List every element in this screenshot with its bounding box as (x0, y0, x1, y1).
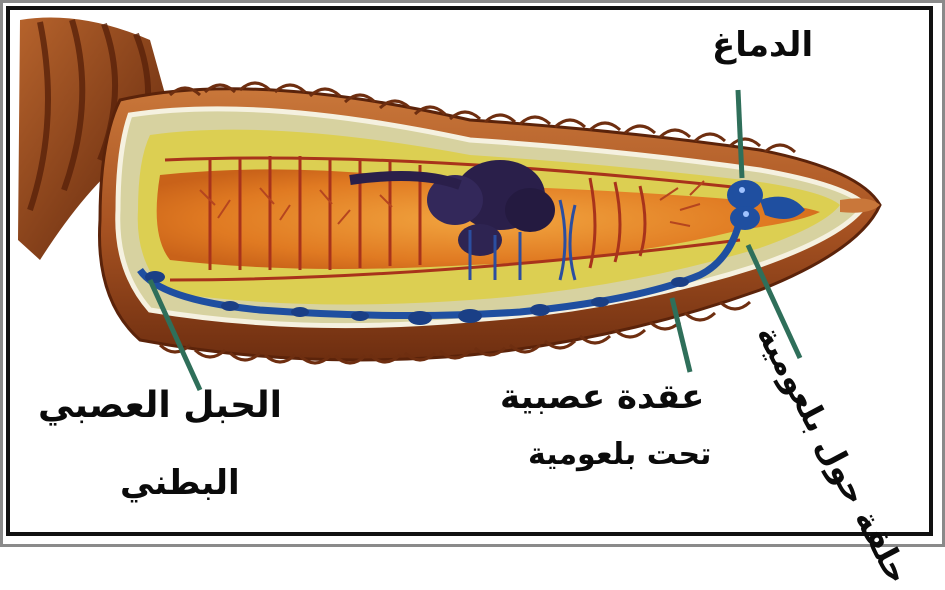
ganglion-label-line2: تحت بلعومية (528, 440, 711, 470)
brain-label: الدماغ (712, 28, 813, 62)
ventral-cord-label-line2: البطني (120, 466, 240, 500)
ventral-cord-label-line1: الحبل العصبي (38, 388, 282, 424)
ganglion-label-line1: عقدة عصبية (500, 380, 704, 414)
